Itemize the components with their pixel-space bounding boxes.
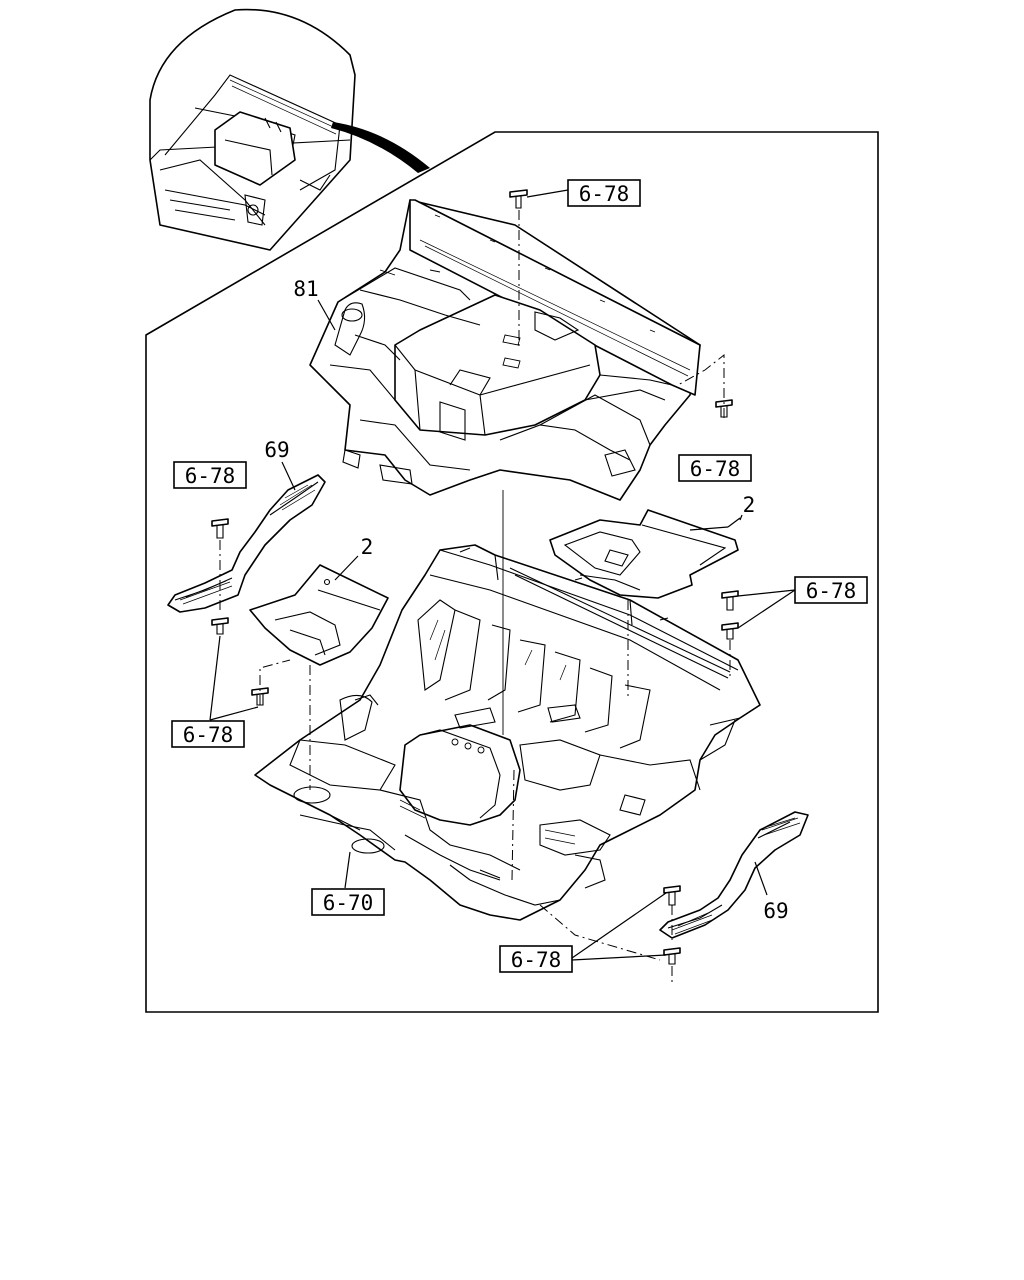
leader-lines (209, 189, 796, 961)
part-number-left-step: 69 (264, 438, 289, 462)
part-number-right-step: 69 (763, 899, 788, 923)
bolt-bottom-upper (663, 885, 681, 906)
rear-upper-panel (309, 199, 701, 501)
bolt-bottom-lower (663, 947, 681, 965)
ref-box-right-side-bolts: 6-78 (794, 576, 868, 604)
part-number-rear-panel: 81 (293, 277, 318, 301)
ref-box-left-lower-bolts: 6-78 (171, 720, 245, 748)
right-floor-insulator (549, 509, 739, 599)
ref-box-right-upper-bolt: 6-78 (678, 454, 752, 482)
bolt-left-insulator (251, 687, 269, 706)
bolt-top-center (509, 189, 528, 209)
ref-box-bottom-bolts: 6-78 (499, 945, 573, 973)
ref-box-left-step-bolt: 6-78 (173, 461, 247, 489)
ref-label-right-side-bolts: 6-78 (806, 579, 857, 603)
floor-panel (254, 544, 761, 921)
ref-box-top-bolt: 6-78 (567, 179, 641, 207)
part-number-left-insulator: 2 (361, 535, 374, 559)
ref-label-bottom-bolts: 6-78 (511, 948, 562, 972)
ref-label-left-step-bolt: 6-78 (185, 464, 236, 488)
ref-label-left-lower-bolts: 6-78 (183, 723, 234, 747)
left-floor-insulator (249, 564, 389, 666)
part-number-right-insulator: 2 (743, 493, 756, 517)
right-step-plate (659, 811, 809, 939)
ref-label-floor-panel: 6-70 (323, 891, 374, 915)
ref-box-floor-panel: 6-70 (311, 888, 385, 916)
installation-lines (219, 210, 731, 985)
bolt-left-step-upper (211, 518, 229, 539)
ref-label-right-upper-bolt: 6-78 (690, 457, 741, 481)
cab-overview-illustration (149, 8, 430, 251)
main-view-frame (145, 131, 879, 1013)
left-step-plate (167, 474, 326, 613)
bolt-right-side-lower (721, 622, 739, 640)
ref-label-top-bolt: 6-78 (579, 182, 630, 206)
bolt-right-side-upper (721, 590, 739, 611)
bolt-left-step-lower (211, 617, 229, 635)
